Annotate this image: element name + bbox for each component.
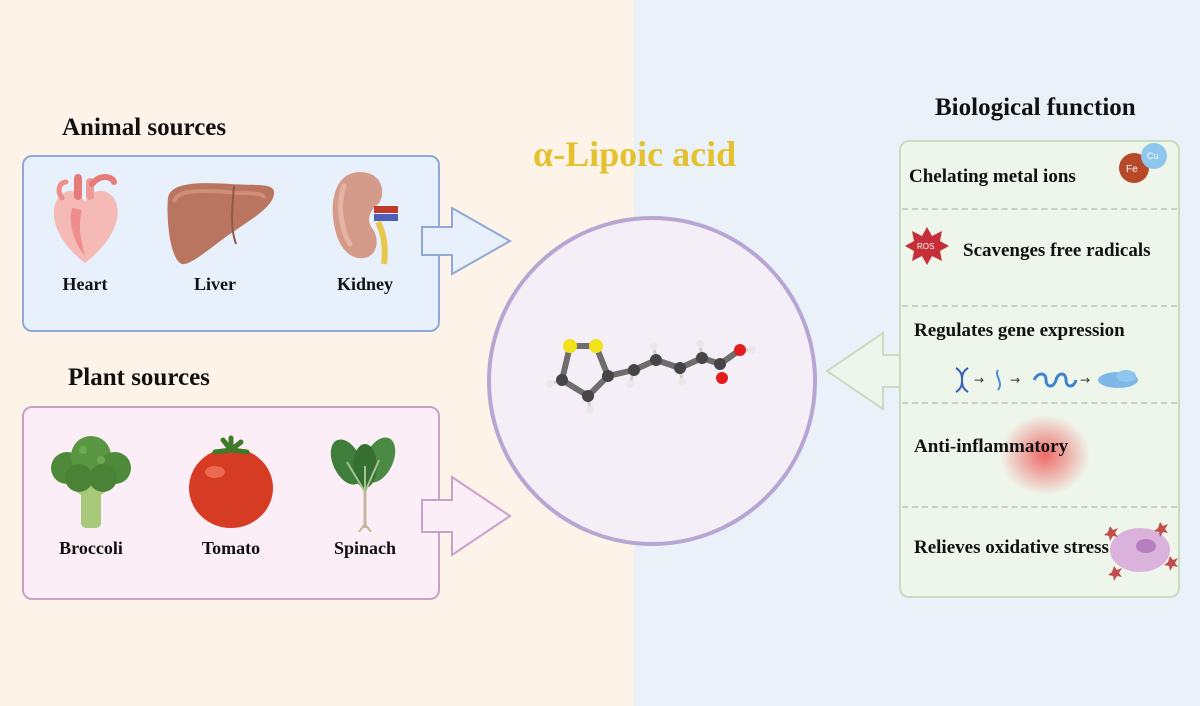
spinach-label: Spinach	[333, 538, 397, 558]
function-relieves-oxidative-stress: Relieves oxidative stress	[914, 537, 1109, 558]
ros-burst-icon: ROS	[905, 227, 949, 265]
oxidative-stress-cell-icon	[1104, 522, 1178, 581]
ros-badge: ROS	[917, 242, 934, 251]
fe-badge: Fe	[1126, 164, 1138, 175]
lipoic-acid-molecule-icon	[546, 339, 756, 414]
liver-organ-icon	[167, 183, 275, 265]
svg-text:→: →	[974, 373, 984, 387]
broccoli-icon	[51, 436, 131, 528]
broccoli-item: Broccoli	[36, 432, 146, 559]
metal-ions-icon: Fe Cu	[1119, 143, 1167, 183]
tomato-item: Tomato	[176, 432, 286, 559]
heart-label: Heart	[62, 274, 108, 294]
kidney-label: Kidney	[336, 274, 393, 294]
function-anti-inflammatory: Anti-inflammatory	[914, 436, 1069, 457]
molecule-circle	[487, 216, 817, 546]
spinach-item: Spinach	[310, 432, 420, 559]
function-divider	[902, 208, 1177, 210]
inflammation-glow-icon	[1000, 415, 1090, 495]
heart-item: Heart	[30, 168, 140, 295]
broccoli-label: Broccoli	[59, 538, 123, 558]
function-divider	[902, 402, 1177, 404]
function-divider	[902, 506, 1177, 508]
biological-function-heading: Biological function	[935, 94, 1136, 121]
tomato-label: Tomato	[201, 538, 261, 558]
function-regulates-gene-expression: Regulates gene expression	[914, 320, 1125, 341]
function-chelating-metal-ions: Chelating metal ions	[909, 166, 1076, 187]
biological-function-box	[899, 140, 1180, 598]
function-scavenges-free-radicals: Scavenges free radicals	[963, 240, 1151, 261]
kidney-item: Kidney	[310, 168, 420, 295]
svg-text:→: →	[1010, 373, 1020, 387]
liver-label: Liver	[194, 274, 236, 294]
svg-text:→: →	[1080, 373, 1090, 387]
tomato-icon	[189, 435, 273, 528]
plant-sources-heading: Plant sources	[68, 364, 210, 391]
heart-organ-icon	[53, 174, 118, 263]
kidney-organ-icon	[332, 172, 398, 265]
animal-sources-heading: Animal sources	[62, 114, 227, 141]
function-divider	[902, 305, 1177, 307]
cu-badge: Cu	[1147, 151, 1159, 161]
gene-expression-pathway-icon: → → →	[955, 367, 1138, 393]
spinach-icon	[330, 437, 396, 532]
animal-arrow	[421, 206, 513, 276]
plant-arrow	[421, 475, 512, 557]
liver-item: Liver	[160, 168, 275, 295]
diagram-title: α-Lipoic acid	[533, 134, 737, 174]
